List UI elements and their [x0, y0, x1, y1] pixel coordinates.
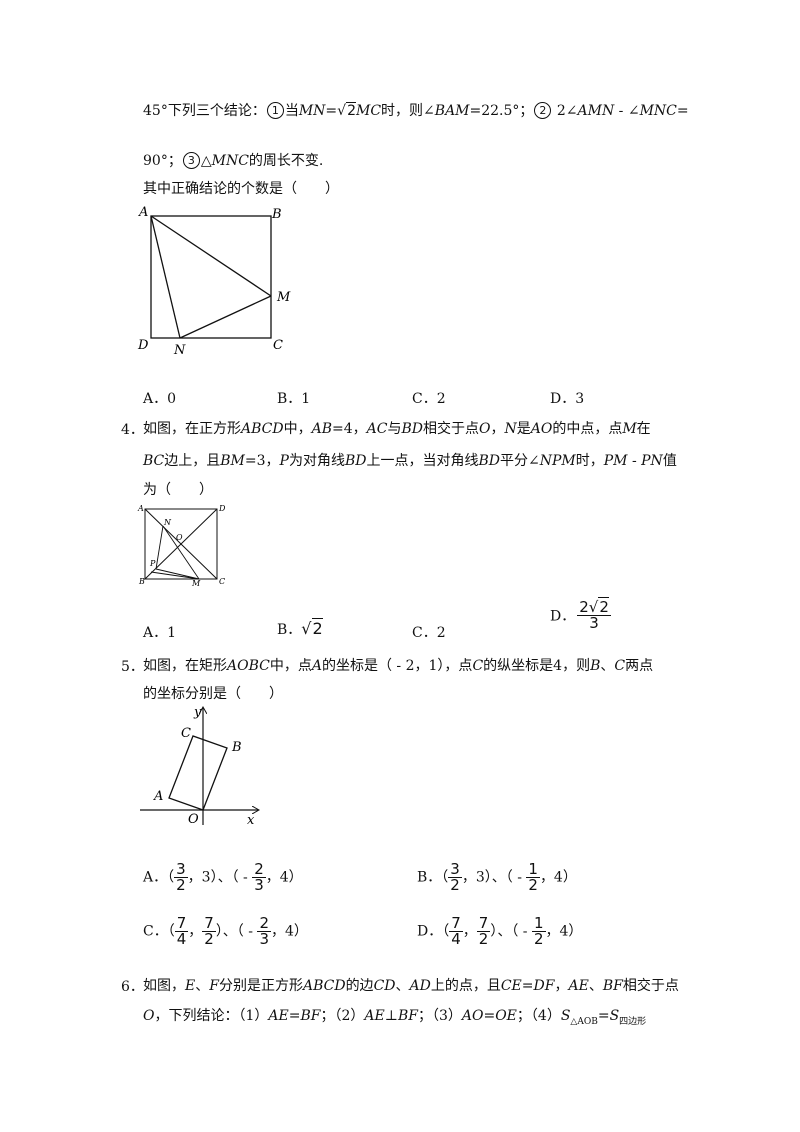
q4-question-line: 为（ ） [143, 482, 213, 498]
q5-number: 5． [121, 659, 144, 675]
label-b: B [231, 740, 242, 755]
sqrt-2: √2 [337, 102, 356, 119]
q6-number: 6． [121, 979, 144, 995]
q4-option-b[interactable]: B．√2 [277, 618, 323, 638]
label-o: O [176, 533, 183, 542]
q6-statement-line2: O，下列结论：（1）AE=BF；（2）AE⊥BF；（3）AO=OE；（4）S△A… [143, 1008, 647, 1027]
label-y: y [193, 705, 202, 720]
segment-bm [150, 571, 200, 580]
label-x: x [247, 813, 255, 828]
q5-coordinate-figure: y x O A B C [140, 705, 266, 828]
q4-option-c[interactable]: C．2 [412, 625, 446, 641]
label-c: C [219, 577, 225, 586]
q3-option-b[interactable]: B．1 [277, 391, 311, 407]
label-a: A [153, 789, 163, 804]
q4-option-a[interactable]: A．1 [143, 625, 177, 641]
segment-pm [155, 568, 200, 580]
segment-an [150, 215, 181, 339]
label-o: O [188, 812, 199, 827]
sqrt-2: √2 [301, 618, 323, 638]
q5-statement-line1: 如图，在矩形AOBC中，点A的坐标是（ - 2，1），点C的纵坐标是4，则B、C… [143, 658, 654, 674]
label-a: A [138, 205, 148, 220]
q4-number: 4． [121, 422, 144, 438]
rectangle-aobc [168, 735, 228, 811]
label-b: B [271, 207, 282, 222]
q5-question-line: 的坐标分别是（ ） [143, 686, 283, 702]
q4-square-figure: A D B C N O P M [137, 504, 226, 587]
label-m: M [191, 579, 201, 587]
label-m: M [276, 290, 291, 305]
label-c: C [273, 338, 283, 353]
q6-statement-line1: 如图，E、F分别是正方形ABCD的边CD、AD上的点，且CE=DF，AE、BF相… [143, 978, 679, 994]
q3-statement-line2: 90°；3△MNC的周长不变. [143, 152, 324, 169]
segment-nm [162, 525, 200, 580]
circled-number-1: 1 [266, 102, 284, 119]
diagonal-bd [144, 508, 218, 580]
label-n: N [173, 343, 186, 358]
q3-square-figure: A B C D M N [137, 205, 291, 358]
label-p: P [149, 559, 156, 568]
label-n: N [163, 518, 172, 527]
square-abcd [144, 508, 218, 580]
circled-number-3: 3 [182, 152, 200, 169]
q3-option-c[interactable]: C．2 [412, 391, 446, 407]
q4-statement-line2: BC边上，且BM=3，P为对角线BD上一点，当对角线BD平分∠NPM时，PM -… [143, 453, 677, 469]
q3-option-a[interactable]: A．0 [143, 391, 177, 407]
segment-np [155, 525, 164, 570]
label-d: D [218, 504, 226, 513]
label-a: A [137, 504, 144, 513]
q3-question-line: 其中正确结论的个数是（ ） [143, 181, 339, 197]
segment-am [150, 215, 272, 297]
square-abcd [150, 215, 272, 339]
q4-statement-line1: 如图，在正方形ABCD中，AB=4，AC与BD相交于点O，N是AO的中点，点M在 [143, 421, 651, 437]
label-c: C [181, 726, 191, 741]
circled-number-2: 2 [534, 102, 552, 119]
segment-mn [179, 295, 272, 339]
q3-option-d[interactable]: D．3 [550, 391, 585, 407]
label-d: D [137, 338, 149, 353]
label-b: B [138, 577, 145, 586]
